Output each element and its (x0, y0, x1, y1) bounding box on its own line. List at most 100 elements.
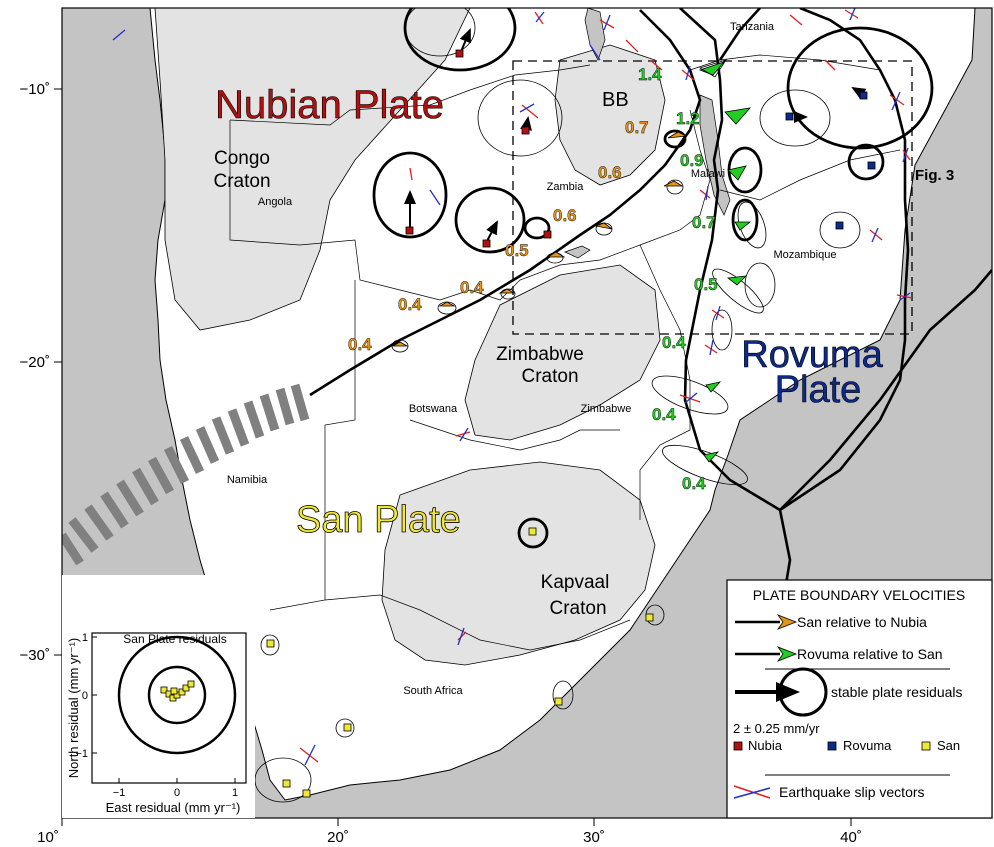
legend: PLATE BOUNDARY VELOCITIES San relative t… (726, 579, 993, 819)
country-malawi: Malawi (691, 168, 725, 180)
rs-velocity-8: 0.4 (682, 474, 706, 493)
y-tick-30: −30˚ (20, 647, 50, 664)
legend-rs-arrow-icon (776, 646, 798, 662)
diffuse-boundary (62, 383, 310, 566)
sn-velocity-1: 0.7 (625, 118, 649, 137)
legend-scale-text: 2 ± 0.25 mm/yr (733, 721, 820, 736)
sn-velocity-6: 0.4 (398, 295, 422, 314)
rs-velocity-4: 0.7 (692, 213, 716, 232)
nubian-plate-label: Nubian Plate (215, 83, 444, 127)
inset-residuals: San Plate residuals −1 0 1 1 0 (62, 575, 255, 818)
inset-x-tick-1: 1 (232, 787, 238, 799)
x-tick-10: 10˚ (37, 829, 59, 842)
country-labels: Angola Zambia Tanzania Malawi Mozambique… (227, 21, 837, 697)
rovuma-plate-label-2: Plate (775, 369, 862, 411)
congo-craton (154, 8, 471, 331)
slip-vectors (112, 8, 913, 766)
kapvaal-craton (381, 461, 656, 666)
legend-san-square-icon (921, 741, 931, 751)
bb-block (554, 44, 666, 186)
gps-stations (266, 49, 876, 798)
y-tick-20: −20˚ (20, 354, 50, 371)
legend-slip-red-icon (733, 785, 771, 799)
rs-velocity-3: 0.9 (680, 151, 704, 170)
inset-outer-circle (117, 635, 237, 755)
legend-nubia-text: Nubia (748, 738, 783, 753)
inset-y-tick-1: 1 (82, 632, 88, 644)
legend-res-circle-icon (778, 667, 828, 717)
country-borders (229, 54, 901, 651)
x-tick-40: 40˚ (840, 829, 862, 842)
inset-tick-labels: −1 0 1 1 0 −1 (75, 632, 238, 799)
inset-x-tick-neg1: −1 (113, 787, 126, 799)
legend-res-text: stable plate residuals (831, 684, 963, 700)
region-labels: Congo Craton Zimbabwe Craton Kapvaal Cra… (213, 89, 628, 619)
inset-inner-circle (147, 665, 207, 725)
sn-velocity-7: 0.4 (348, 335, 372, 354)
country-south-africa: South Africa (403, 685, 463, 697)
legend-sn-text: San relative to Nubia (797, 614, 927, 630)
rovuma-san-labels: 1.4 1.2 0.9 0.7 0.5 0.4 0.4 0.4 (638, 65, 718, 493)
country-mozambique: Mozambique (774, 249, 837, 261)
axis-labels: 10˚ 20˚ 30˚ 40˚ −10˚ −20˚ −30˚ (20, 81, 862, 846)
country-angola: Angola (258, 196, 293, 208)
inset-y-tick-neg1: −1 (75, 748, 88, 760)
lake-tanganyika (584, 8, 606, 61)
legend-nubia-square-icon (733, 741, 743, 751)
inset-ticks (92, 636, 236, 783)
rs-velocity-7: 0.4 (652, 405, 676, 424)
rovuma-plate-label-1: Rovuma (741, 334, 883, 376)
zimbabwe-craton (464, 264, 661, 441)
legend-sn-arrow-icon (776, 614, 798, 630)
lake-kariba (564, 245, 591, 259)
sn-velocity-2: 0.6 (598, 163, 622, 182)
map-body (62, 8, 992, 818)
kapvaal-craton-label-1: Kapvaal (541, 572, 610, 593)
legend-slip-blue-icon (733, 787, 771, 799)
rs-velocity-2: 1.2 (676, 109, 700, 128)
inset-ylabel: North residual (mm yr⁻¹) (66, 638, 81, 779)
bb-label: BB (602, 89, 629, 111)
inset-y-tick-0: 0 (82, 690, 88, 702)
congo-craton-label-2: Craton (213, 171, 270, 192)
legend-rs-text: Rovuma relative to San (797, 646, 943, 662)
rs-velocity-5: 0.5 (694, 275, 718, 294)
rs-velocity-6: 0.4 (662, 333, 686, 352)
x-tick-20: 20˚ (327, 829, 349, 842)
legend-box (726, 579, 993, 819)
legend-title: PLATE BOUNDARY VELOCITIES (753, 587, 965, 603)
san-plate-label: San Plate (296, 499, 461, 541)
y-tick-10: −10˚ (20, 81, 50, 98)
map-frame (61, 7, 993, 819)
inset-residual-points (160, 680, 195, 702)
axis-tick-marks (54, 88, 852, 826)
residual-ellipses (372, 8, 934, 549)
legend-rovuma-square-icon (827, 741, 837, 751)
legend-san-text: San (937, 738, 960, 753)
inset-title: San Plate residuals (123, 632, 226, 646)
sn-velocity-3: 0.6 (553, 206, 577, 225)
inset-xlabel: East residual (mm yr⁻¹) (106, 800, 241, 815)
sn-velocity-4: 0.5 (505, 241, 529, 260)
country-namibia: Namibia (227, 474, 268, 486)
x-tick-30: 30˚ (583, 829, 605, 842)
rs-velocity-1: 1.4 (638, 65, 662, 84)
legend-slip-text: Earthquake slip vectors (779, 784, 925, 800)
rovuma-san-arrows (698, 59, 752, 463)
country-botswana: Botswana (409, 403, 458, 415)
sn-velocity-5: 0.4 (460, 278, 484, 297)
legend-rovuma-text: Rovuma (843, 738, 892, 753)
congo-craton-label-1: Congo (214, 148, 270, 169)
zimbabwe-craton-label-1: Zimbabwe (496, 344, 584, 365)
country-zimbabwe: Zimbabwe (581, 403, 632, 415)
san-nubia-arrows (391, 131, 688, 347)
san-nubia-labels: 0.7 0.6 0.6 0.5 0.4 0.4 0.4 (348, 118, 649, 354)
country-tanzania: Tanzania (730, 21, 775, 33)
fig3-label: Fig. 3 (915, 167, 954, 184)
zimbabwe-craton-label-2: Craton (521, 366, 578, 387)
inset-x-tick-0: 0 (174, 787, 180, 799)
country-zambia: Zambia (547, 181, 585, 193)
inset-plot-frame (91, 632, 247, 784)
